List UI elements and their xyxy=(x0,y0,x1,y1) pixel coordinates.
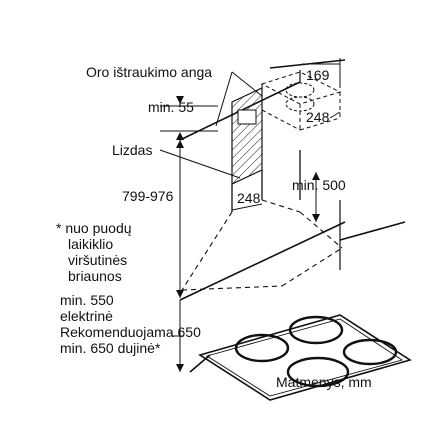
pot-note-line-2: laikiklio xyxy=(68,236,114,252)
burner-2 xyxy=(288,315,344,345)
hob-surface xyxy=(198,314,412,401)
socket-label: Lizdas xyxy=(112,142,153,158)
min-550-label: min. 550 xyxy=(60,292,114,308)
burner-4 xyxy=(342,338,398,366)
dimension-arrows xyxy=(176,96,320,372)
range-height-label: 799-976 xyxy=(122,188,174,204)
vertical-wall-lines xyxy=(231,150,301,212)
pot-note-line-1: * nuo puodų xyxy=(56,220,132,236)
pot-note-line-4: briaunos xyxy=(68,268,122,284)
burner-1 xyxy=(234,333,290,363)
min-500-label: min. 500 xyxy=(292,177,346,193)
hob-left-edge xyxy=(189,354,211,373)
duct-ellipse xyxy=(285,82,315,112)
chimney-cover xyxy=(231,87,263,185)
dimension-248-chimney-label: 248 xyxy=(237,190,261,206)
burner-3 xyxy=(286,356,350,388)
gas-label: min. 650 dujinė* xyxy=(60,340,161,356)
units-label: Matmenys, mm xyxy=(276,374,372,390)
dimension-lines xyxy=(159,58,341,372)
air-outlet-label: Oro ištraukimo anga xyxy=(86,64,213,80)
hood-outline xyxy=(181,199,343,291)
dimension-169-label: 169 xyxy=(306,67,330,83)
recommended-label: Rekomenduojama 650 xyxy=(60,324,201,340)
socket-box xyxy=(237,109,257,125)
pot-note-line-3: viršutinės xyxy=(68,252,128,268)
electric-label: elektrinė xyxy=(60,308,113,324)
dimension-248-top-label: 248 xyxy=(306,109,330,125)
right-wall-line xyxy=(179,221,406,301)
min-55-label: min. 55 xyxy=(148,99,194,115)
